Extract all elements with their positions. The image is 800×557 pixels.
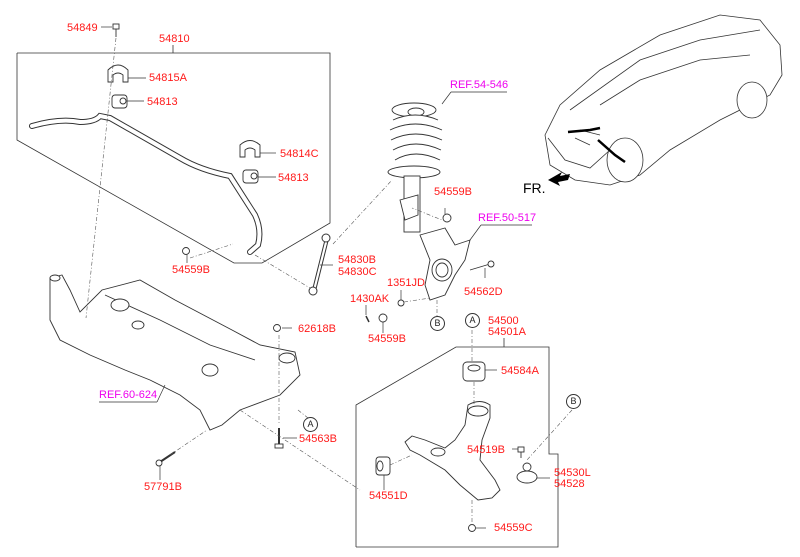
- vehicle-illustration: [544, 14, 783, 186]
- marker-a-subframe: A: [303, 417, 318, 432]
- marker-b-knuckle: B: [430, 316, 445, 331]
- bolt-54562D[interactable]: [469, 260, 495, 271]
- marker-b-balljoint: B: [566, 394, 581, 409]
- stabilizer-link-54830[interactable]: [308, 233, 331, 296]
- label-54562D[interactable]: 54562D: [464, 286, 503, 298]
- bushing-54584A[interactable]: [462, 361, 486, 382]
- clamp-54815A[interactable]: [107, 64, 129, 83]
- strut-assembly[interactable]: [387, 102, 443, 233]
- bolt-54519B[interactable]: [517, 446, 525, 458]
- label-54814C[interactable]: 54814C: [280, 148, 319, 160]
- clamp-54814C[interactable]: [239, 140, 261, 158]
- nut-54559B-upper[interactable]: [182, 247, 190, 255]
- label-62618B[interactable]: 62618B: [298, 323, 336, 335]
- bushing-54813-lower[interactable]: [242, 169, 259, 184]
- label-54813-lower[interactable]: 54813: [278, 172, 309, 184]
- ref-54-546-link[interactable]: REF.54-546: [450, 79, 509, 91]
- stabilizer-group-frame: [16, 52, 331, 264]
- label-57791B[interactable]: 57791B: [144, 481, 182, 493]
- nut-54559C[interactable]: [468, 524, 476, 532]
- label-54528[interactable]: 54528: [554, 478, 585, 490]
- label-54563B[interactable]: 54563B: [299, 433, 337, 445]
- label-54551D[interactable]: 54551D: [369, 490, 408, 502]
- label-54830C[interactable]: 54830C: [338, 266, 377, 278]
- label-54559B-strut[interactable]: 54559B: [434, 186, 472, 198]
- label-54813-upper[interactable]: 54813: [147, 96, 178, 108]
- nut-1351JD[interactable]: [397, 299, 405, 307]
- marker-a-arm: A: [465, 313, 480, 328]
- label-54559B-stabilizer[interactable]: 54559B: [172, 264, 210, 276]
- label-54500[interactable]: 54500: [488, 315, 519, 327]
- nut-54559B-lower[interactable]: [378, 313, 388, 323]
- stabilizer-bar[interactable]: [29, 112, 263, 255]
- ball-joint-54530L[interactable]: [516, 462, 538, 484]
- label-54849[interactable]: 54849: [67, 22, 98, 34]
- label-54501A[interactable]: 54501A: [488, 326, 526, 338]
- label-54584A[interactable]: 54584A: [501, 365, 539, 377]
- front-direction-label: FR.: [523, 180, 546, 196]
- ref-60-624-link[interactable]: REF.60-624: [99, 389, 158, 401]
- label-1430AK[interactable]: 1430AK: [350, 293, 390, 305]
- bolt-57791B[interactable]: [155, 451, 176, 467]
- label-54815A[interactable]: 54815A: [149, 72, 187, 84]
- bolt-54849[interactable]: [112, 23, 120, 37]
- label-54559C[interactable]: 54559C: [494, 522, 533, 534]
- label-54519B[interactable]: 54519B: [467, 444, 505, 456]
- front-subframe[interactable]: [49, 274, 301, 431]
- lower-arm-group-frame: [355, 346, 559, 548]
- bushing-54551D[interactable]: [375, 456, 391, 476]
- label-1351JD[interactable]: 1351JD: [387, 277, 425, 289]
- pin-1430AK[interactable]: [365, 315, 370, 323]
- ref-50-517-link[interactable]: REF.50-517: [478, 212, 537, 224]
- bushing-54813-upper[interactable]: [111, 94, 128, 109]
- label-54559B-knuckle[interactable]: 54559B: [368, 333, 406, 345]
- lower-control-arm[interactable]: [404, 401, 501, 501]
- highlighted-suspension: [567, 126, 626, 164]
- label-54810[interactable]: 54810: [159, 33, 190, 45]
- fr-arrow-icon: [548, 172, 570, 186]
- label-54830B[interactable]: 54830B: [338, 254, 376, 266]
- label-54530L[interactable]: 54530L: [554, 467, 591, 479]
- steering-knuckle[interactable]: [419, 227, 471, 301]
- nut-62618B[interactable]: [273, 324, 281, 332]
- bolt-54563B[interactable]: [274, 428, 284, 449]
